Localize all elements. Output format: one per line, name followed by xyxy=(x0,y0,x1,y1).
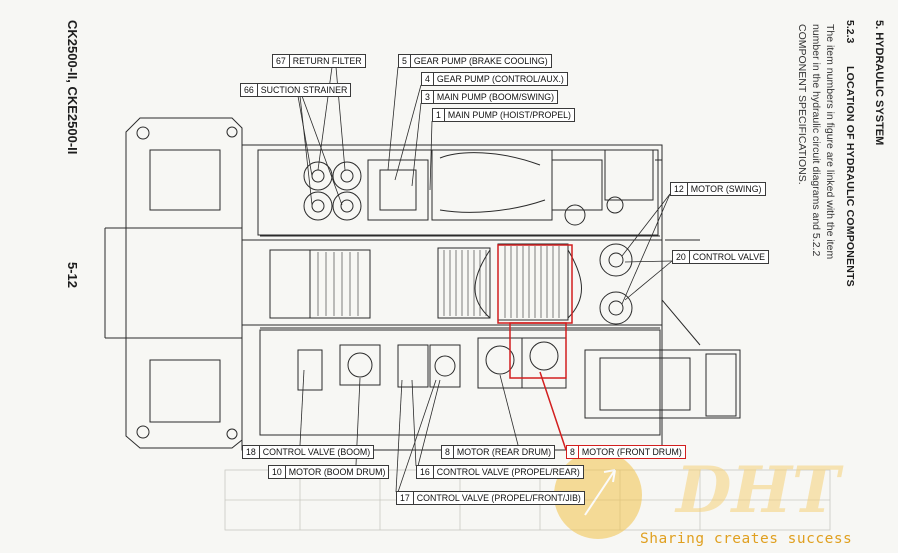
watermark-logo: DHT xyxy=(554,451,844,539)
model-name: CK2500-II, CKE2500-II xyxy=(65,20,80,155)
svg-text:DHT: DHT xyxy=(674,453,844,528)
front-drum-highlight xyxy=(497,244,573,451)
section-title: 5. HYDRAULIC SYSTEM xyxy=(873,20,885,146)
subsection-number: 5.2.3 xyxy=(844,20,856,44)
watermark-tagline: Sharing creates success xyxy=(640,531,853,547)
description-line-2: number in the hydraulic circuit diagrams… xyxy=(810,24,822,257)
description-line-3: COMPONENT SPECIFICATIONS. xyxy=(796,24,808,185)
page-number: 5-12 xyxy=(65,262,80,289)
description-line-1: The item numbers in figure are linked wi… xyxy=(824,24,836,260)
subsection-title: LOCATION OF HYDRAULIC COMPONENTS xyxy=(844,66,856,287)
